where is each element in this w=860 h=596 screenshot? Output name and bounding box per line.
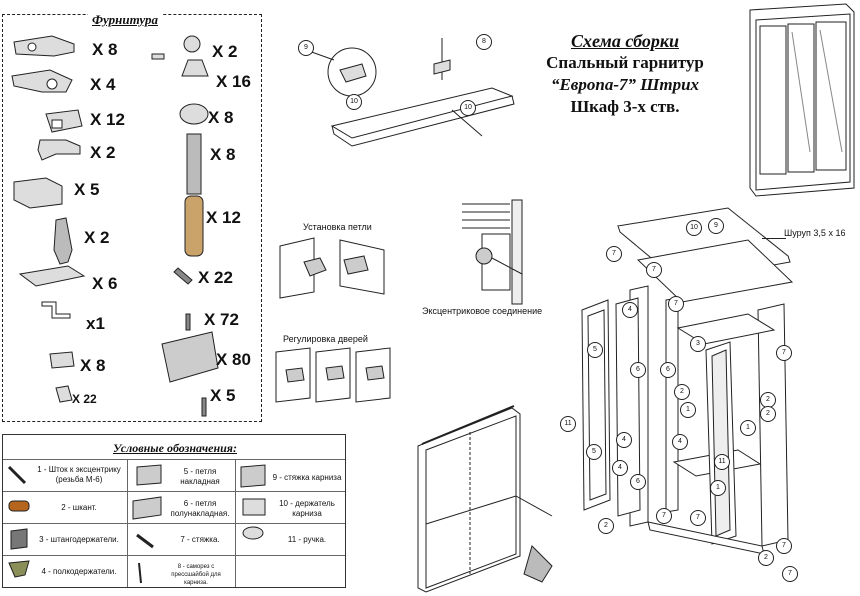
qty-key: x1 <box>86 314 105 333</box>
door-adjust-drawing <box>275 347 391 403</box>
title-line-3: “Европа-7” Штрих <box>550 75 700 94</box>
qty-knob: X 2 <box>212 42 238 61</box>
eccentric-drawing <box>462 199 523 305</box>
legend-icons <box>7 464 266 584</box>
qty-screw: X 22 <box>198 268 233 287</box>
qty-pack: X 80 <box>216 350 251 369</box>
legend-item-3: 3 - штангодержатели. <box>39 535 119 544</box>
legend-item-4: 4 - полкодержатели. <box>41 567 117 576</box>
legend-panel: Условные обозначения: 1 - Шток к эксцент… <box>2 434 346 588</box>
callout-2e: 2 <box>760 406 776 422</box>
qty-hinge: X 8 <box>92 40 118 59</box>
qty-dowel: X 12 <box>206 208 241 227</box>
qty-hinge-half: X 4 <box>90 75 116 94</box>
legend-item-6: 6 - петля полунакладная. <box>170 499 230 518</box>
legend-item-5: 5 - петля накладная <box>180 467 220 486</box>
callout-4a: 4 <box>622 302 638 318</box>
callout-2c: 2 <box>598 518 614 534</box>
qty-stem: X 8 <box>210 145 236 164</box>
qty-bracket: X 12 <box>90 110 125 129</box>
legend-item-7: 7 - стяжка. <box>180 535 220 544</box>
callout-3: 3 <box>690 336 706 352</box>
callout-7b: 7 <box>606 246 622 262</box>
hardware-illustrations <box>11 35 219 417</box>
callout-7d: 7 <box>776 345 792 361</box>
legend-item-2: 2 - шкант. <box>61 503 97 512</box>
callout-2a: 2 <box>674 384 690 400</box>
callout-9b: 9 <box>708 218 724 234</box>
callout-4d: 4 <box>612 460 628 476</box>
callout-1b: 1 <box>740 420 756 436</box>
callout-7a: 7 <box>646 262 662 278</box>
legend-item-8: 8 - саморез с прессшайбой для карниза. <box>171 564 221 586</box>
title-line-1: Схема сборки <box>570 31 679 51</box>
cornice-detail-drawing <box>305 38 515 147</box>
legend-title: Условные обозначения: <box>113 441 237 455</box>
callout-8: 8 <box>476 34 492 50</box>
callout-6a: 6 <box>630 362 646 378</box>
callout-11b: 11 <box>714 454 730 470</box>
hinge-install-drawing <box>279 237 385 299</box>
callout-9: 9 <box>298 40 314 56</box>
callout-5b: 5 <box>586 444 602 460</box>
callout-5a: 5 <box>587 342 603 358</box>
legend-item-10: 10 - держатель карниза <box>279 499 335 518</box>
hardware-title: Фурнитура <box>88 12 162 28</box>
qty-rod-holder: X 2 <box>84 228 110 247</box>
callout-2d: 2 <box>758 550 774 566</box>
callout-1c: 1 <box>710 480 726 496</box>
qty-coupler: X 16 <box>216 72 251 91</box>
qty-shelf-pin: X 8 <box>208 108 234 127</box>
callout-7e: 7 <box>656 508 672 524</box>
qty-nail: X 72 <box>204 310 239 329</box>
qty-clip-small: X 22 <box>72 392 97 406</box>
callout-4c: 4 <box>672 434 688 450</box>
caption-screw: Шуруп 3,5 х 16 <box>784 228 846 238</box>
title-line-2: Спальный гарнитур <box>546 53 704 72</box>
callout-7g: 7 <box>776 538 792 554</box>
callout-7c: 7 <box>668 296 684 312</box>
callout-1a: 1 <box>680 402 696 418</box>
legend-item-11: 11 - ручка. <box>287 535 327 544</box>
carcass-drawing <box>417 405 553 593</box>
qty-block: X 5 <box>74 180 100 199</box>
callout-4b: 4 <box>616 432 632 448</box>
title-line-4: Шкаф 3-х ств. <box>570 97 680 116</box>
qty-screw-long: X 5 <box>210 386 236 405</box>
qty-clip: X 8 <box>80 356 106 375</box>
wardrobe-preview <box>749 3 855 197</box>
title-block: Схема сборки Спальный гарнитур “Европа-7… <box>510 30 740 118</box>
legend-item-9: 9 - стяжка карниза <box>272 473 342 482</box>
callout-7h: 7 <box>782 566 798 582</box>
caption-eccentric: Эксцентриковое соединение <box>422 306 543 316</box>
callout-7f: 7 <box>690 510 706 526</box>
callout-11a: 11 <box>560 416 576 432</box>
callout-10c: 10 <box>686 220 702 236</box>
callout-6b: 6 <box>660 362 676 378</box>
qty-handle: X 2 <box>90 143 116 162</box>
qty-plate: X 6 <box>92 274 118 293</box>
legend-item-1: 1 - Шток к эксцентрику (резьба М-6) <box>37 465 121 484</box>
callout-10b: 10 <box>460 100 476 116</box>
caption-hinge: Установка петли <box>303 222 372 232</box>
caption-door-adjust: Регулировка дверей <box>283 334 368 344</box>
callout-6c: 6 <box>630 474 646 490</box>
callout-10: 10 <box>346 94 362 110</box>
